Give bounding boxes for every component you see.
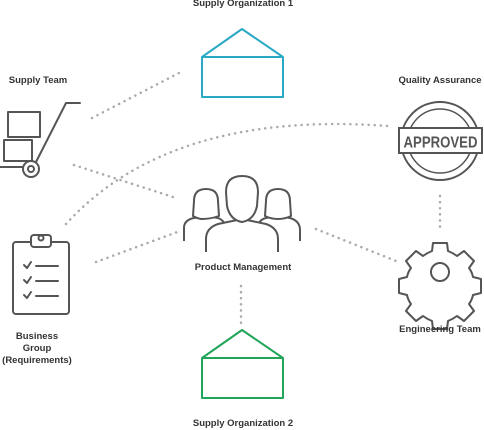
label-business-group-line-3: (Requirements): [2, 355, 72, 366]
connector-supply-org-1: [90, 70, 183, 120]
connector-business-group: [94, 229, 182, 264]
hand-truck-icon: [0, 102, 81, 178]
people-group-icon: [183, 175, 301, 252]
stamp-text: APPROVED: [404, 135, 478, 152]
envelope-icon-supply-org-1: [201, 28, 284, 98]
label-business-group-line-2: Group: [22, 343, 52, 354]
label-quality-assurance: Quality Assurance: [398, 75, 482, 86]
connector-supply-team: [72, 163, 178, 200]
connector-arc-business-qa: [64, 122, 390, 226]
clipboard-checklist-icon: [12, 234, 70, 315]
label-engineering-team: Engineering Team: [399, 324, 481, 335]
label-supply-org-2: Supply Organization 2: [192, 418, 294, 429]
envelope-icon-supply-org-2: [201, 329, 284, 399]
label-product-management: Product Management: [194, 262, 292, 273]
label-supply-org-1: Supply Organization 1: [192, 0, 294, 9]
label-supply-team: Supply Team: [8, 75, 68, 86]
gear-icon: [398, 242, 482, 330]
connector-lines: [64, 70, 442, 330]
label-business-group-line-1: Business: [15, 331, 59, 342]
label-business-group: Business Group (Requirements): [2, 331, 72, 367]
person-center-icon: [205, 175, 279, 252]
connector-engineering-team: [314, 227, 398, 263]
approved-stamp-icon: APPROVED: [398, 101, 483, 181]
